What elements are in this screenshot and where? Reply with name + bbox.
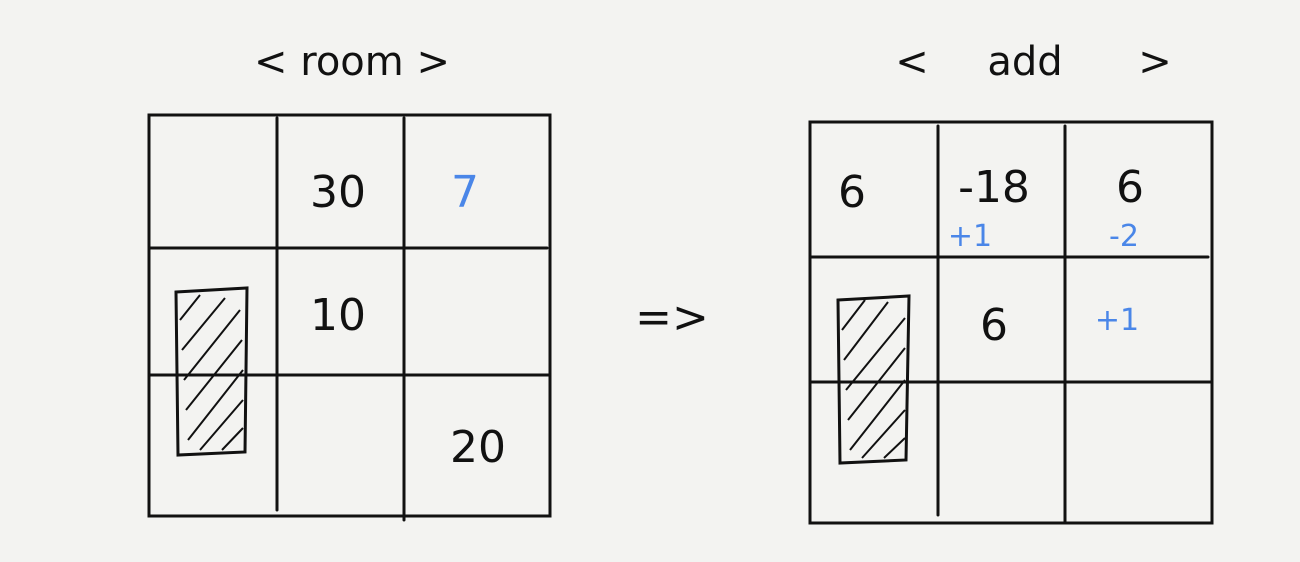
transform-arrow: => [635, 292, 709, 343]
right-annotation-r0c1: +1 [948, 219, 992, 254]
left-cell-r1c1: 10 [310, 290, 366, 341]
left-grid [147, 113, 552, 522]
right-obstacle-hatch [841, 299, 906, 459]
left-cell-r2c2: 20 [450, 422, 506, 473]
right-grid [808, 120, 1214, 525]
right-cell-r1c1: 6 [980, 300, 1008, 351]
right-title-right-bracket: > [1138, 39, 1172, 85]
right-title: < add > [895, 39, 1172, 85]
right-obstacle [836, 294, 911, 465]
left-cell-r0c2: 7 [451, 167, 479, 218]
left-grid-border [147, 113, 552, 518]
left-cell-r0c1: 30 [310, 167, 366, 218]
right-grid-border [808, 120, 1214, 525]
right-obstacle-outline [836, 294, 911, 465]
right-title-left-bracket: < [895, 39, 929, 85]
left-title: < room > [254, 39, 450, 85]
right-annotation-r1c2: +1 [1095, 303, 1139, 338]
left-obstacle-hatch [179, 294, 244, 451]
right-cell-r0c2: 6 [1116, 162, 1144, 213]
right-cell-r0c0: 6 [838, 167, 866, 218]
left-obstacle [174, 286, 249, 457]
right-annotation-r0c2: -2 [1109, 219, 1139, 254]
right-title-text: add [987, 39, 1062, 85]
right-cell-r0c1: -18 [958, 162, 1030, 213]
left-obstacle-outline [174, 286, 249, 457]
